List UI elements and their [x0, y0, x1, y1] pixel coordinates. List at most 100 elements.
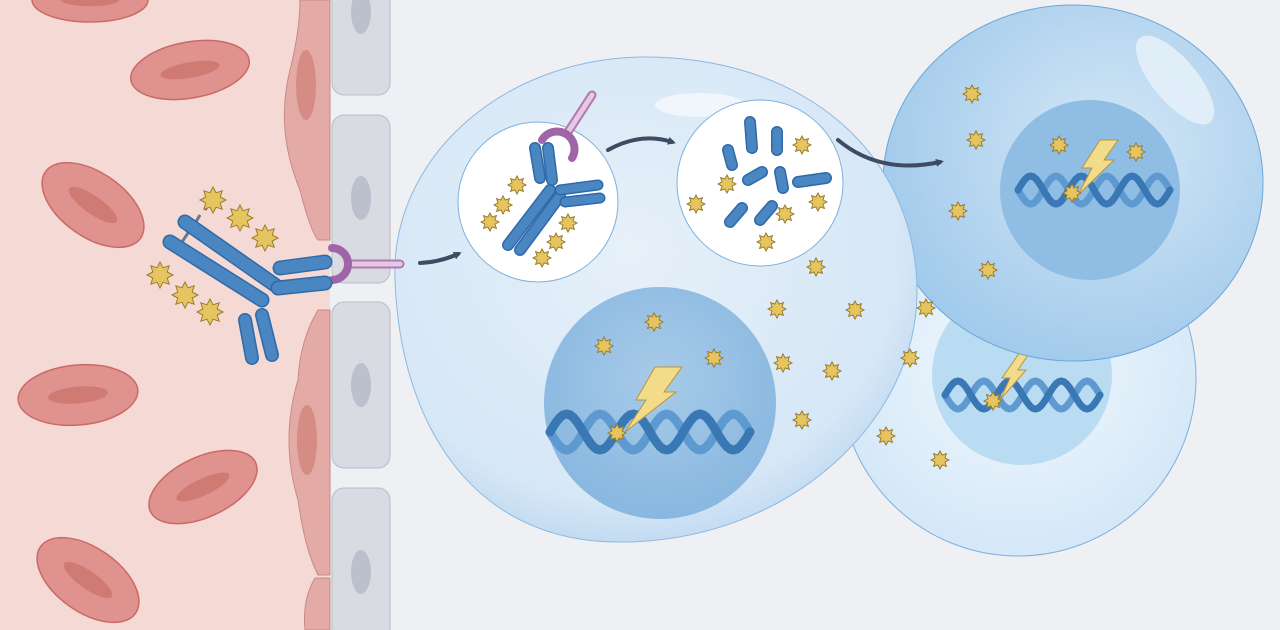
payload-star-icon	[875, 425, 897, 447]
antibody-chain	[164, 236, 268, 306]
endothelial-nucleus	[296, 50, 316, 120]
payload-star-icon	[766, 298, 788, 320]
red-blood-cell	[36, 536, 140, 624]
rbc-center	[176, 472, 230, 502]
payload-star-icon	[506, 174, 528, 196]
payload-star-icon	[977, 259, 999, 281]
antibody-chain	[272, 277, 331, 294]
affected-cell	[882, 4, 1264, 362]
payload-star-icon	[593, 335, 615, 357]
payload-star-icon	[791, 134, 813, 156]
antibody-chain	[503, 185, 555, 250]
rbc-body	[31, 0, 149, 23]
payload-star-icon	[557, 212, 579, 234]
payload-star-icon	[961, 83, 983, 105]
antibody-chain	[530, 143, 545, 183]
rbc-center	[160, 60, 220, 80]
antibody-chain	[274, 256, 331, 274]
antibody-chain	[793, 173, 831, 187]
antibody-chain	[755, 201, 777, 225]
endothelial-nucleus	[297, 405, 317, 475]
rbc-center	[68, 186, 118, 224]
endothelial-layer	[283, 0, 331, 630]
rbc-center	[63, 561, 113, 599]
payload-star-icon	[606, 422, 628, 444]
payload-star-icon	[965, 129, 987, 151]
payload-star-icon	[755, 231, 777, 253]
payload-star-icon	[225, 203, 255, 233]
dna-strand	[545, 409, 755, 455]
process-arrow-icon	[418, 251, 462, 265]
antibody-chain	[745, 117, 757, 153]
payload-star-icon	[791, 409, 813, 431]
lightning-bolt-icon	[1077, 139, 1119, 196]
antibody-drug-conjugate-icon	[502, 142, 606, 256]
payload-star-icon	[929, 449, 951, 471]
antibody-chain	[515, 191, 565, 255]
payload-star-icon	[685, 193, 707, 215]
rbc-center	[61, 0, 119, 7]
antibody-chain	[743, 167, 767, 185]
barrier-cell-nucleus	[351, 550, 371, 594]
barrier-cell-nucleus	[351, 0, 371, 34]
antibody-drug-conjugate-icon	[162, 194, 333, 365]
barrier-cell-nucleus	[351, 363, 371, 407]
membrane-highlight	[1135, 35, 1215, 125]
red-blood-cell	[148, 449, 258, 525]
payload-star-icon	[492, 194, 514, 216]
dna-strand	[941, 377, 1104, 413]
payload-star-icon	[982, 390, 1004, 412]
antibody-chain	[725, 203, 747, 227]
payload-star-icon	[1048, 134, 1070, 156]
dna-helix-icon	[545, 409, 755, 455]
barrier-cells	[331, 0, 391, 630]
payload-star-icon	[703, 347, 725, 369]
dna-strand	[1014, 172, 1174, 208]
rbc-center	[48, 386, 108, 404]
payload-star-icon	[1125, 141, 1147, 163]
payload-star-icon	[821, 360, 843, 382]
payload-star-icon	[145, 260, 175, 290]
payload-star-icon	[479, 211, 501, 233]
payload-star-icon	[805, 256, 827, 278]
antibody-chain	[556, 181, 602, 194]
antibody-chain	[239, 314, 258, 364]
payload-star-icon	[1061, 182, 1083, 204]
receptor-icon	[538, 90, 597, 162]
payload-star-icon	[545, 231, 567, 253]
process-arrow-icon	[836, 138, 944, 168]
red-blood-cells	[17, 0, 258, 624]
dna-helix-icon	[1014, 172, 1174, 208]
antibody-chain	[775, 167, 788, 193]
payload-star-icon	[899, 347, 921, 369]
antibody-chain	[543, 143, 557, 185]
payload-star-icon	[643, 311, 665, 333]
blood-vessel-lumen	[0, 0, 330, 630]
antibody-chain	[561, 194, 604, 206]
payload-star-icon	[772, 352, 794, 374]
payload-star-icon	[915, 297, 937, 319]
barrier-cell-nucleus	[351, 176, 371, 220]
barrier-cell	[331, 0, 391, 96]
endothelial-cell	[283, 0, 331, 241]
payload-star-icon	[195, 297, 225, 327]
lightning-bolt-icon	[624, 366, 683, 433]
red-blood-cell	[17, 363, 139, 427]
red-blood-cell	[41, 161, 145, 249]
payload-molecules	[145, 83, 1147, 471]
degraded-antibody-fragments	[722, 116, 832, 228]
antibody-chain	[179, 216, 281, 291]
payload-star-icon	[531, 247, 553, 269]
payload-star-icon	[947, 200, 969, 222]
payload-star-icon	[844, 299, 866, 321]
payload-star-icon	[250, 223, 280, 253]
payload-star-icon	[198, 185, 228, 215]
payload-star-icon	[807, 191, 829, 213]
antibody-chain	[256, 309, 278, 361]
payload-star-icon	[716, 173, 738, 195]
process-arrow-icon	[606, 136, 676, 152]
target-cell	[394, 56, 918, 543]
dna-helix-icon	[941, 377, 1104, 413]
payload-star-icon	[170, 280, 200, 310]
